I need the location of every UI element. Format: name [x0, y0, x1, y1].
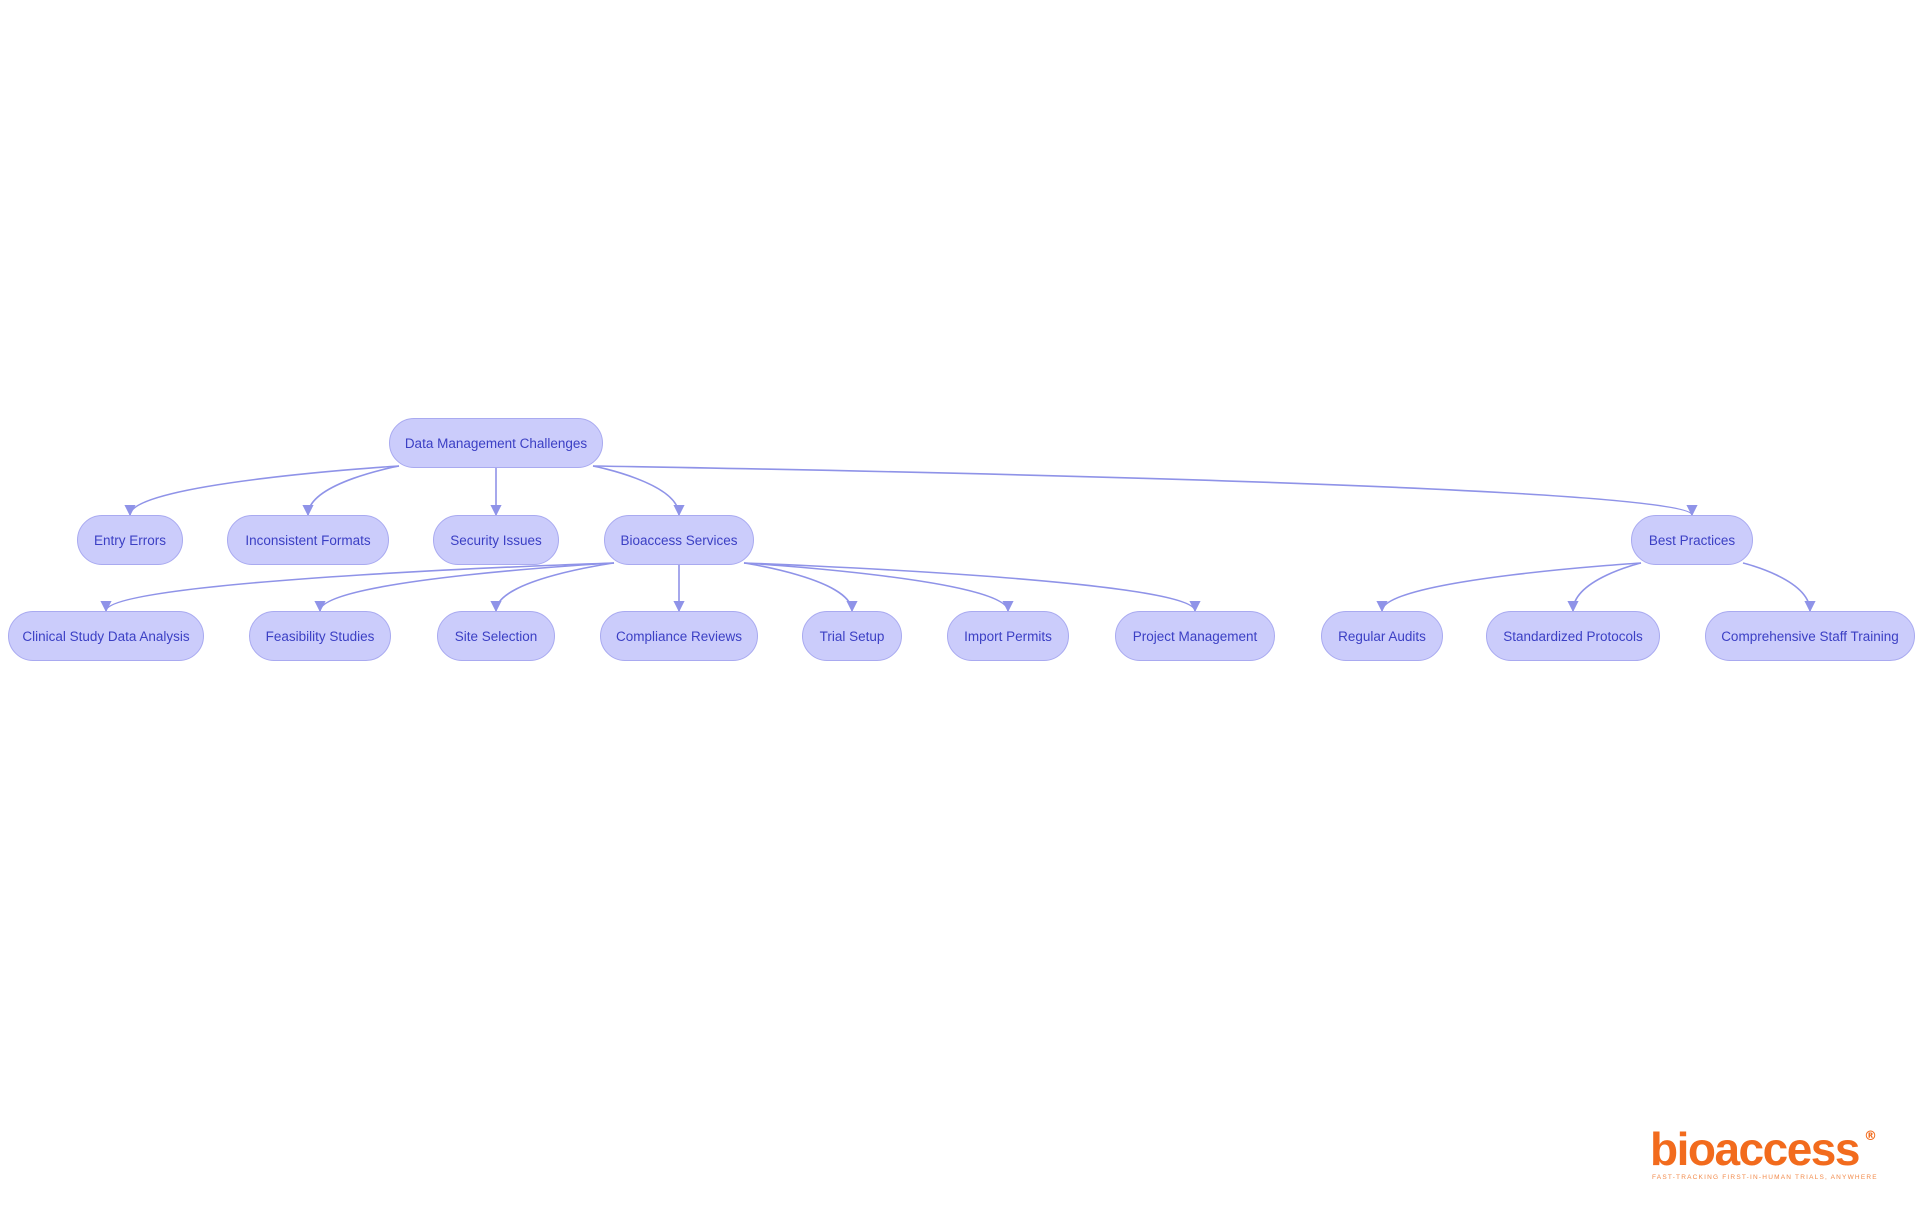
node-clinical-study-data-analysis[interactable]: Clinical Study Data Analysis [8, 611, 204, 661]
node-best-practices[interactable]: Best Practices [1631, 515, 1753, 565]
logo-tagline: FAST-TRACKING FIRST-IN-HUMAN TRIALS, ANY… [1652, 1174, 1878, 1181]
edge-bs-to-csda [100, 562, 615, 613]
edge-bp-to-cst [1742, 562, 1816, 613]
node-bioaccess-services[interactable]: Bioaccess Services [604, 515, 754, 565]
node-trial-setup[interactable]: Trial Setup [802, 611, 902, 661]
node-label: Trial Setup [819, 628, 885, 644]
node-compliance-reviews[interactable]: Compliance Reviews [600, 611, 758, 661]
node-label: Entry Errors [93, 532, 166, 548]
node-label: Site Selection [454, 628, 538, 644]
edge-bs-to-ss [490, 562, 615, 613]
bioaccess-logo: bioaccess ® FAST-TRACKING FIRST-IN-HUMAN… [1650, 1126, 1880, 1184]
node-label: Compliance Reviews [615, 628, 743, 644]
node-label: Regular Audits [1338, 628, 1426, 644]
node-regular-audits[interactable]: Regular Audits [1321, 611, 1443, 661]
node-label: Inconsistent Formats [245, 532, 371, 548]
node-label: Best Practices [1648, 532, 1736, 548]
logo-wordmark: bioaccess [1650, 1123, 1860, 1175]
node-inconsistent-formats[interactable]: Inconsistent Formats [227, 515, 389, 565]
node-label: Data Management Challenges [404, 435, 588, 451]
node-data-management-challenges[interactable]: Data Management Challenges [389, 418, 603, 468]
edge-bp-to-sp [1567, 562, 1642, 613]
node-entry-errors[interactable]: Entry Errors [77, 515, 183, 565]
edge-bs-to-ts [743, 562, 858, 613]
node-standardized-protocols[interactable]: Standardized Protocols [1486, 611, 1660, 661]
edge-bs-to-fs [314, 562, 615, 613]
node-label: Feasibility Studies [265, 628, 375, 644]
node-security-issues[interactable]: Security Issues [433, 515, 559, 565]
node-label: Project Management [1132, 628, 1258, 644]
node-feasibility-studies[interactable]: Feasibility Studies [249, 611, 391, 661]
node-site-selection[interactable]: Site Selection [437, 611, 555, 661]
node-label: Standardized Protocols [1503, 628, 1643, 644]
node-project-management[interactable]: Project Management [1115, 611, 1275, 661]
node-comprehensive-staff-training[interactable]: Comprehensive Staff Training [1705, 611, 1915, 661]
edge-bs-to-pm [743, 562, 1201, 613]
registered-mark: ® [1864, 1129, 1877, 1144]
node-label: Comprehensive Staff Training [1721, 628, 1899, 644]
node-import-permits[interactable]: Import Permits [947, 611, 1069, 661]
node-label: Import Permits [964, 628, 1052, 644]
edge-bs-to-ip [743, 562, 1014, 613]
edge-dmc-to-bp [592, 465, 1698, 517]
edge-dmc-to-ee [124, 465, 400, 517]
node-label: Bioaccess Services [620, 532, 738, 548]
node-label: Clinical Study Data Analysis [22, 628, 190, 644]
edge-dmc-to-bs [592, 465, 685, 517]
edge-bp-to-ra [1376, 562, 1642, 613]
edge-dmc-to-if [302, 465, 400, 517]
node-label: Security Issues [450, 532, 542, 548]
